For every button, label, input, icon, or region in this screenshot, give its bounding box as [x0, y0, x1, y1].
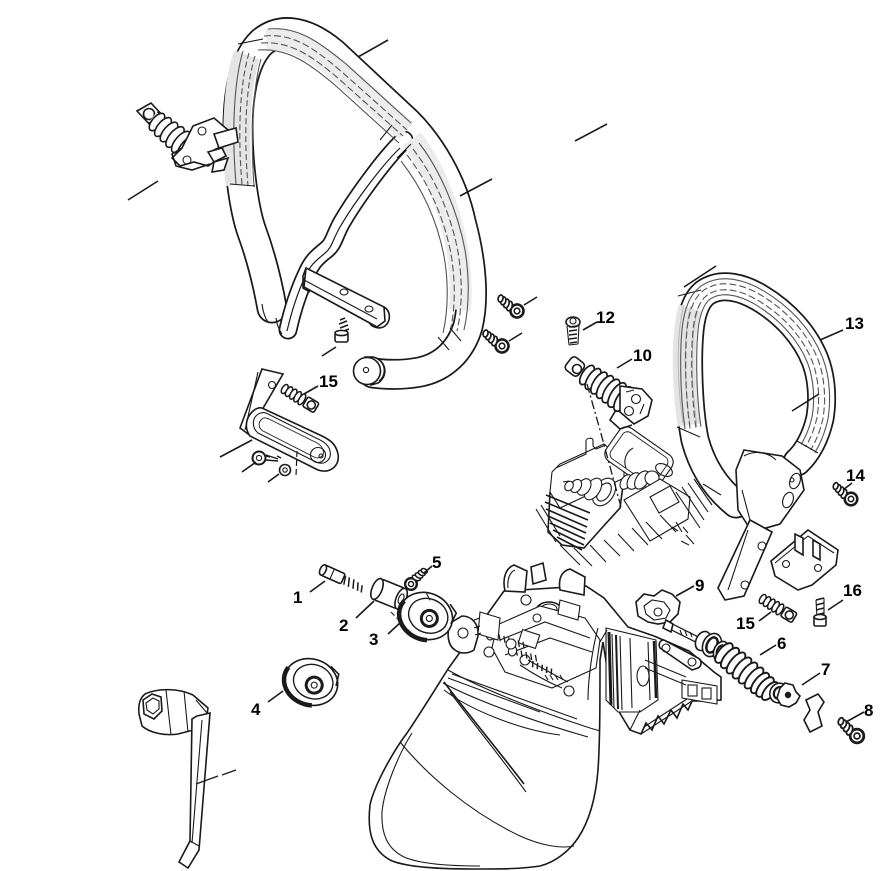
- svg-text:13: 13: [845, 314, 864, 333]
- svg-text:1: 1: [293, 588, 302, 607]
- svg-text:7: 7: [821, 660, 830, 679]
- svg-text:6: 6: [777, 634, 786, 653]
- svg-text:10: 10: [633, 346, 652, 365]
- svg-text:14: 14: [846, 466, 865, 485]
- svg-text:15: 15: [319, 372, 338, 391]
- svg-text:2: 2: [339, 616, 348, 635]
- svg-text:15: 15: [736, 614, 755, 633]
- svg-text:3: 3: [369, 630, 378, 649]
- svg-text:8: 8: [864, 701, 873, 720]
- svg-text:5: 5: [432, 553, 441, 572]
- svg-text:9: 9: [695, 576, 704, 595]
- svg-text:12: 12: [596, 308, 615, 327]
- svg-text:4: 4: [251, 700, 261, 719]
- svg-text:16: 16: [843, 581, 862, 600]
